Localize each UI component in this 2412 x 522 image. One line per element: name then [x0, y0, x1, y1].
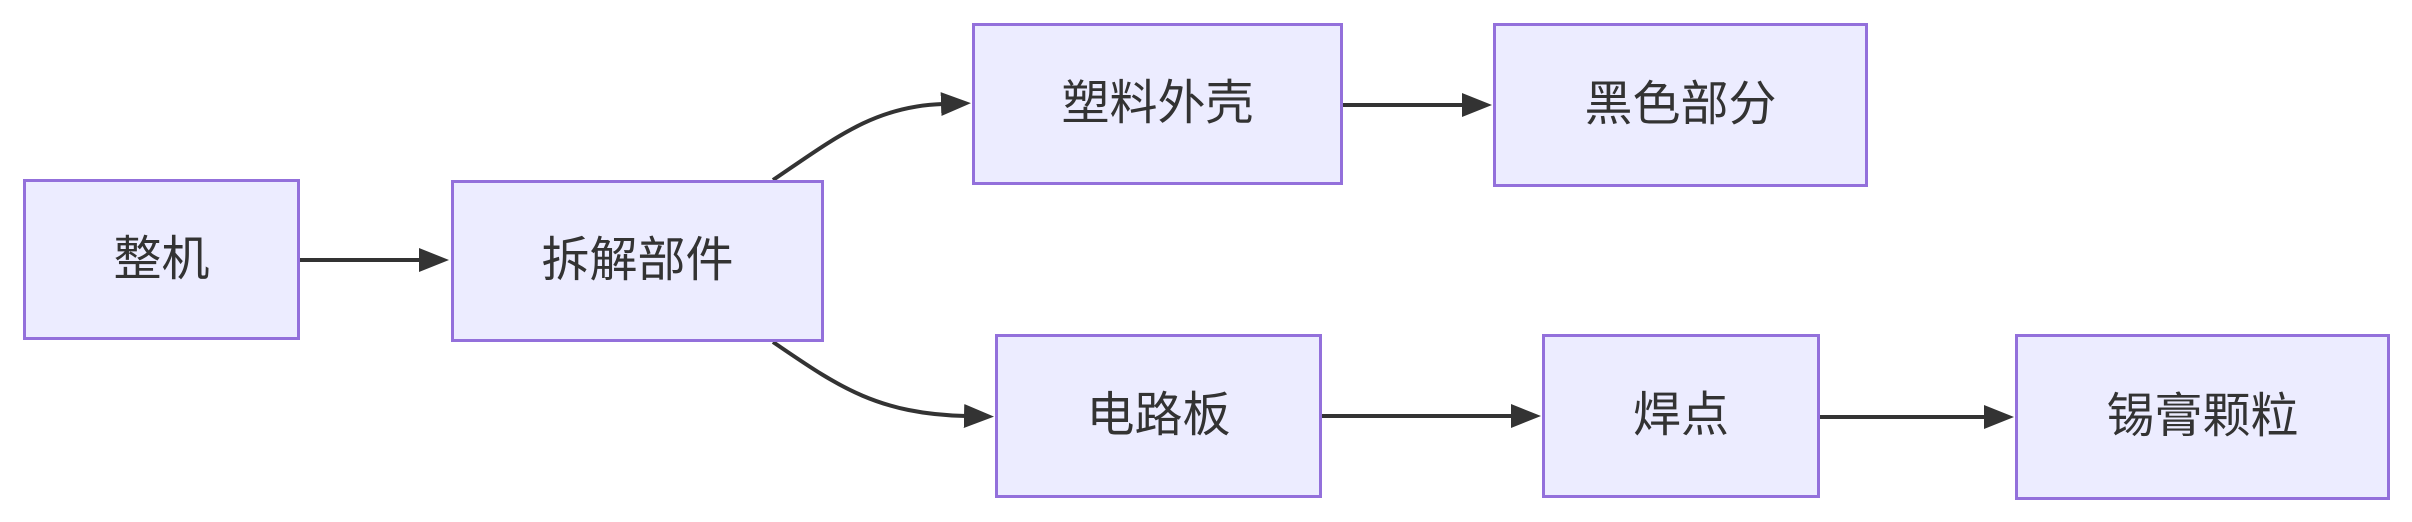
edge-disassembled-parts-to-plastic-shell [771, 92, 971, 182]
node-black-part: 黑色部分 [1493, 23, 1868, 187]
edge-disassembled-parts-to-circuit-board [771, 340, 994, 428]
node-solder-paste-particles-label: 锡膏颗粒 [2106, 390, 2299, 443]
node-disassembled-parts: 拆解部件 [451, 180, 824, 342]
node-solder-joint: 焊点 [1542, 334, 1820, 498]
node-whole-machine: 整机 [23, 179, 300, 340]
node-plastic-shell-label: 塑料外壳 [1061, 77, 1254, 130]
node-disassembled-parts-label: 拆解部件 [541, 234, 734, 287]
node-plastic-shell: 塑料外壳 [972, 23, 1343, 185]
node-whole-machine-label: 整机 [113, 232, 210, 286]
node-solder-paste-particles: 锡膏颗粒 [2015, 334, 2390, 500]
node-solder-joint-label: 焊点 [1632, 389, 1729, 442]
node-black-part-label: 黑色部分 [1584, 78, 1777, 131]
node-circuit-board-label: 电路板 [1086, 389, 1231, 442]
node-circuit-board: 电路板 [995, 334, 1322, 498]
